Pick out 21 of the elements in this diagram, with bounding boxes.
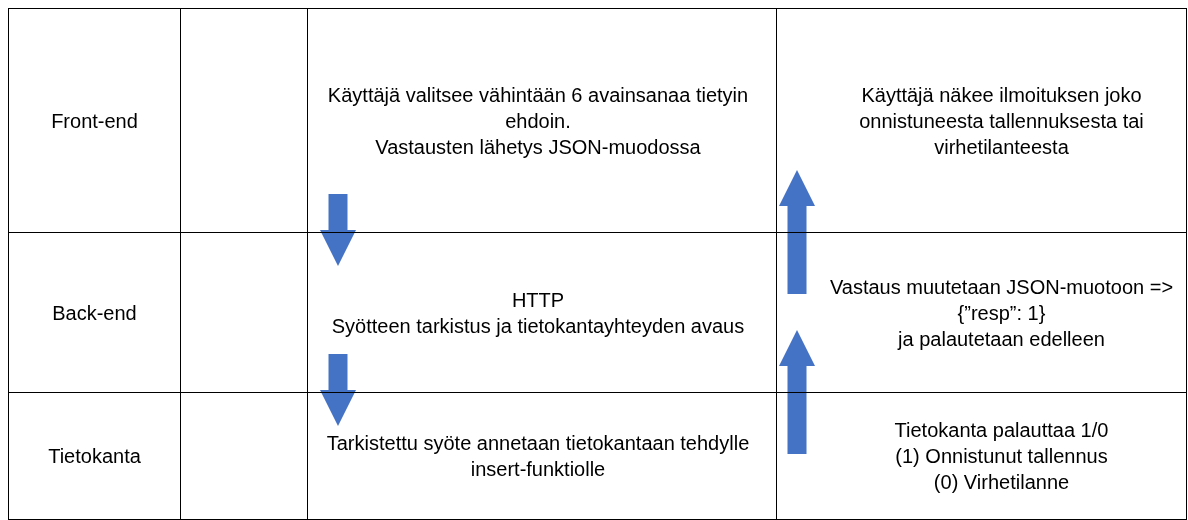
- row-label: Back-end: [52, 300, 137, 326]
- cell-text: Tarkistettu syöte annetaan tietokantaan tehdylle insert-funktiolle: [325, 431, 751, 482]
- row-label: Tietokanta: [48, 444, 141, 469]
- block-arrow: [320, 354, 356, 426]
- cell-text: Käyttäjä valitsee vähintään 6 avainsanaa tietyin ehdoin.: [326, 82, 750, 134]
- cell-text: Vastausten lähetys JSON-muodossa: [375, 134, 701, 160]
- cell-text: (1) Onnistunut tallennus: [895, 444, 1108, 469]
- cell-text: Syötteen tarkistus ja tietokantayhteyden avaus: [331, 313, 745, 339]
- row-label: Front-end: [51, 108, 138, 134]
- table-cell: [776, 8, 1187, 233]
- cell-text: (0) Virhetilanne: [933, 470, 1070, 495]
- cell-text: ja palautetaan edelleen: [898, 326, 1105, 352]
- cell-text: Käyttäjä näkee ilmoituksen joko onnistuneesta tallennuksesta tai virhetilanteesta: [858, 82, 1145, 160]
- cell-text: HTTP: [511, 287, 565, 313]
- cell-text: Tietokanta palauttaa 1/0: [894, 418, 1109, 443]
- block-arrow: [779, 170, 815, 294]
- cell-text: Vastaus muutetaan JSON-muotoon =>: [829, 274, 1174, 300]
- block-arrow: [320, 194, 356, 266]
- table-cell: [776, 392, 1187, 520]
- cell-text: {”resp”: 1}: [957, 300, 1046, 326]
- block-arrow: [779, 330, 815, 454]
